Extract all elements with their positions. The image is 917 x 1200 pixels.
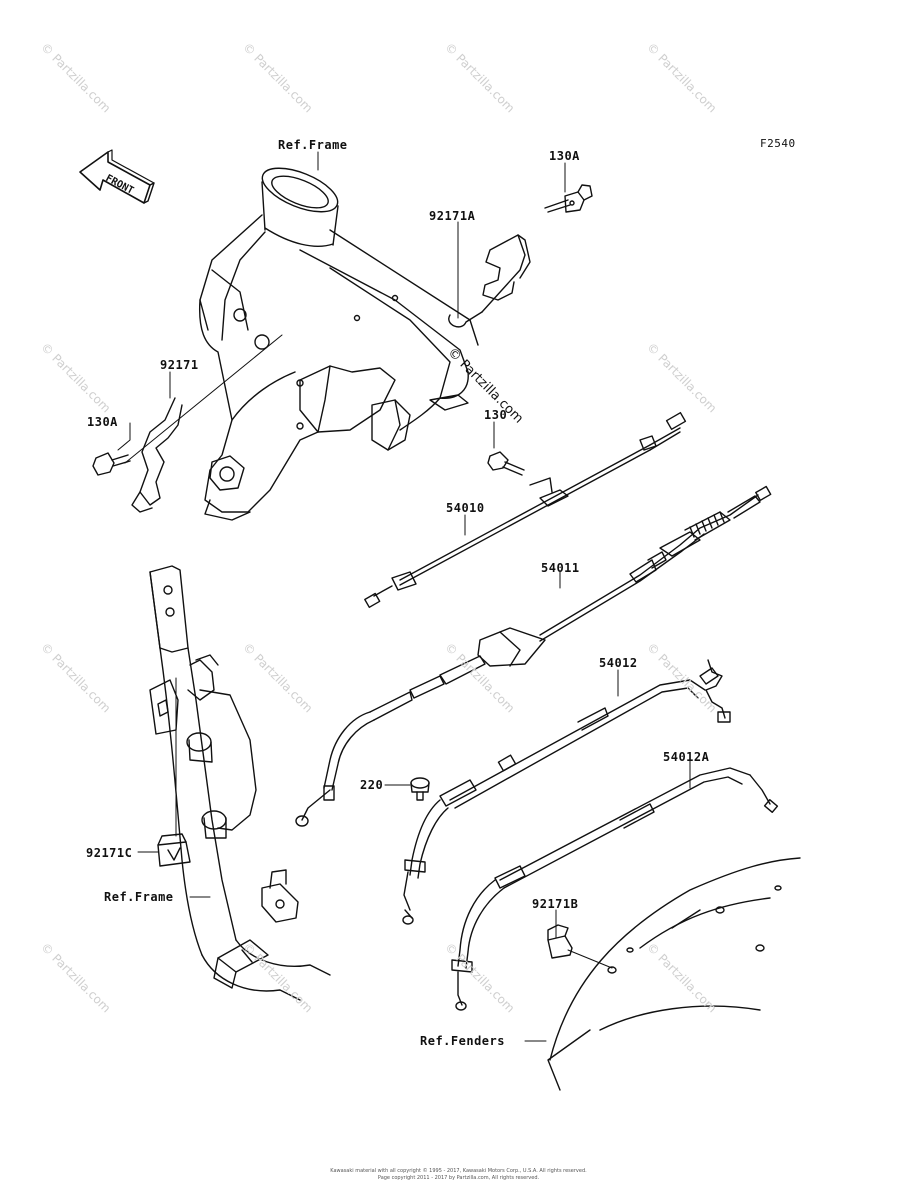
cable-54012A <box>451 767 779 1011</box>
copyright-line-2: Page copyright 2011 - 2017 by Partzilla.… <box>377 1175 540 1181</box>
label-54011: 54011 <box>541 561 580 575</box>
label-54012A: 54012A <box>663 750 710 764</box>
clamp-92171 <box>131 397 183 513</box>
clip-92171B <box>547 924 573 959</box>
label-130A-left: 130A <box>87 415 118 429</box>
leader-lines <box>117 151 691 1042</box>
label-54010: 54010 <box>446 501 485 515</box>
frame-lower <box>149 565 331 1001</box>
label-130A-top: 130A <box>549 149 580 163</box>
cable-54010 <box>364 411 687 609</box>
copyright-line-1: Kawasaki material with all copyright © 1… <box>330 1168 587 1174</box>
cable-54012 <box>402 659 731 925</box>
label-92171: 92171 <box>160 358 199 372</box>
bolt-130A-left <box>92 452 131 476</box>
label-92171C: 92171C <box>86 846 133 860</box>
label-ref-fenders: Ref.Fenders <box>420 1034 505 1048</box>
front-label: FRONT <box>104 173 136 197</box>
clamp-92171C <box>157 833 191 867</box>
bolt-130 <box>487 451 525 476</box>
fender <box>547 857 801 1091</box>
bolt-130A-top <box>544 184 593 213</box>
label-92171B: 92171B <box>532 897 579 911</box>
screw-220 <box>410 777 430 801</box>
clamp-92171A <box>448 234 531 328</box>
frame-upper <box>198 167 479 521</box>
figure-code: F2540 <box>760 137 796 150</box>
label-92171A: 92171A <box>429 209 476 223</box>
label-ref-frame-top: Ref.Frame <box>278 138 348 152</box>
label-54012: 54012 <box>599 656 638 670</box>
label-130: 130 <box>484 408 508 422</box>
label-ref-frame-bottom: Ref.Frame <box>104 890 174 904</box>
label-220: 220 <box>360 778 384 792</box>
front-arrow-icon: FRONT <box>79 149 155 204</box>
cable-54011 <box>295 485 772 827</box>
